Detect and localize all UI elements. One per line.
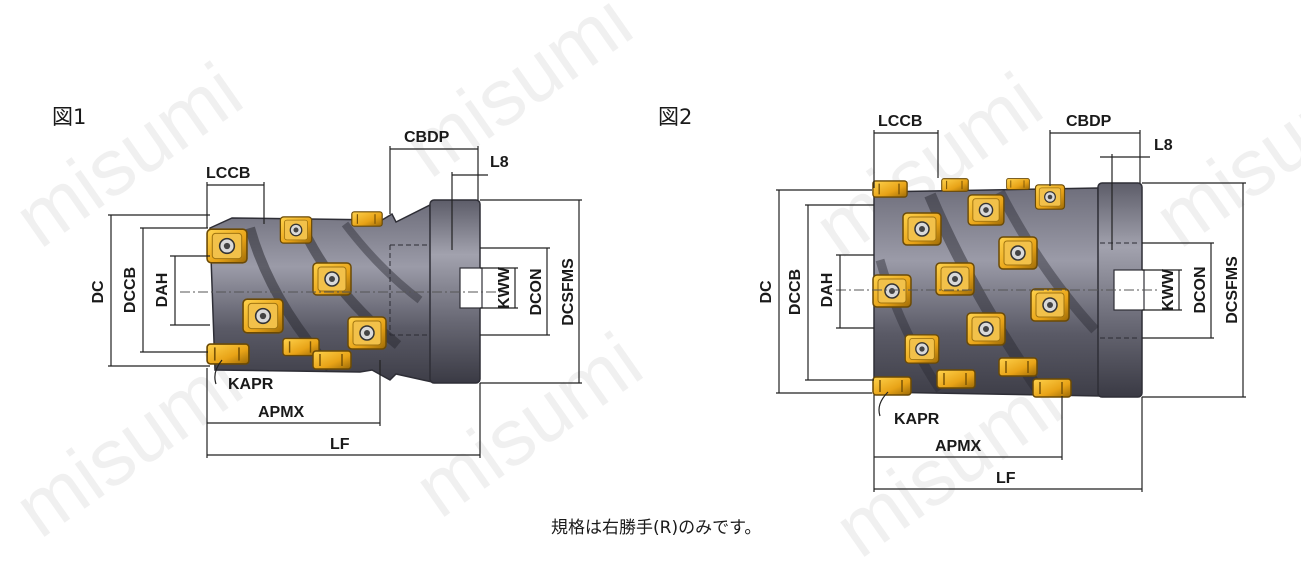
spec-note: 規格は右勝手(R)のみです。	[551, 518, 761, 538]
fig2-label-l8: L8	[1154, 137, 1173, 154]
fig1-dimensions	[108, 146, 582, 458]
fig1-label-lccb: LCCB	[206, 165, 250, 182]
fig2-insert	[936, 369, 976, 389]
figure-1-title: 図1	[52, 105, 86, 129]
fig1-insert	[351, 211, 383, 227]
fig2-label-dcsfms: DCSFMS	[1224, 256, 1241, 324]
fig1-insert	[312, 262, 352, 296]
fig1-keyway	[459, 267, 483, 309]
fig2-label-apmx: APMX	[935, 438, 982, 455]
fig1-label-kww: KWW	[496, 266, 513, 309]
fig2-insert	[998, 236, 1038, 270]
fig1-label-lf: LF	[330, 436, 350, 453]
fig2-insert	[967, 194, 1005, 226]
fig1-insert	[347, 316, 387, 350]
fig1-insert	[279, 216, 313, 244]
watermark-text-2: misumi	[389, 0, 648, 194]
fig1-label-dcsfms: DCSFMS	[560, 258, 577, 326]
fig2-insert	[1032, 378, 1072, 398]
fig2-label-dccb: DCCB	[787, 269, 804, 315]
fig1-label-apmx: APMX	[258, 404, 305, 421]
fig2-label-dcon: DCON	[1192, 266, 1209, 313]
fig1-insert	[206, 228, 248, 264]
fig2-label-dah: DAH	[819, 273, 836, 308]
fig1-label-dcon: DCON	[528, 268, 545, 315]
figure-2-title: 図2	[658, 105, 692, 129]
fig2-label-lf: LF	[996, 470, 1016, 487]
fig2-insert	[1005, 178, 1031, 190]
fig2-insert	[1030, 288, 1070, 322]
fig1-insert	[312, 350, 352, 370]
fig2-label-kww: KWW	[1160, 268, 1177, 311]
fig2-insert	[872, 376, 912, 396]
fig2-insert	[872, 274, 912, 308]
fig1-label-cbdp: CBDP	[404, 129, 450, 146]
fig2-dimensions	[776, 130, 1246, 492]
fig2-label-cbdp: CBDP	[1066, 113, 1112, 130]
fig2-label-dc: DC	[758, 280, 775, 304]
fig1-label-kapr: KAPR	[228, 376, 274, 393]
figure-1: 図1	[52, 105, 582, 458]
fig2-insert	[1034, 184, 1066, 210]
fig1-label-l8: L8	[490, 154, 509, 171]
fig1-insert	[242, 298, 284, 334]
fig2-label-kapr: KAPR	[894, 411, 940, 428]
fig1-label-dah: DAH	[154, 273, 171, 308]
fig1-label-dccb: DCCB	[122, 267, 139, 313]
fig2-insert	[966, 312, 1006, 346]
fig1-label-dc: DC	[90, 280, 107, 304]
watermark-text-7: misumi	[1139, 46, 1301, 264]
figure-2: 図2	[658, 105, 1246, 492]
fig2-insert	[998, 357, 1038, 377]
fig2-insert	[940, 178, 970, 192]
fig1-insert	[206, 343, 250, 365]
fig2-insert	[872, 180, 908, 198]
fig2-insert	[904, 334, 940, 364]
fig2-insert	[902, 212, 942, 246]
fig2-label-lccb: LCCB	[878, 113, 922, 130]
